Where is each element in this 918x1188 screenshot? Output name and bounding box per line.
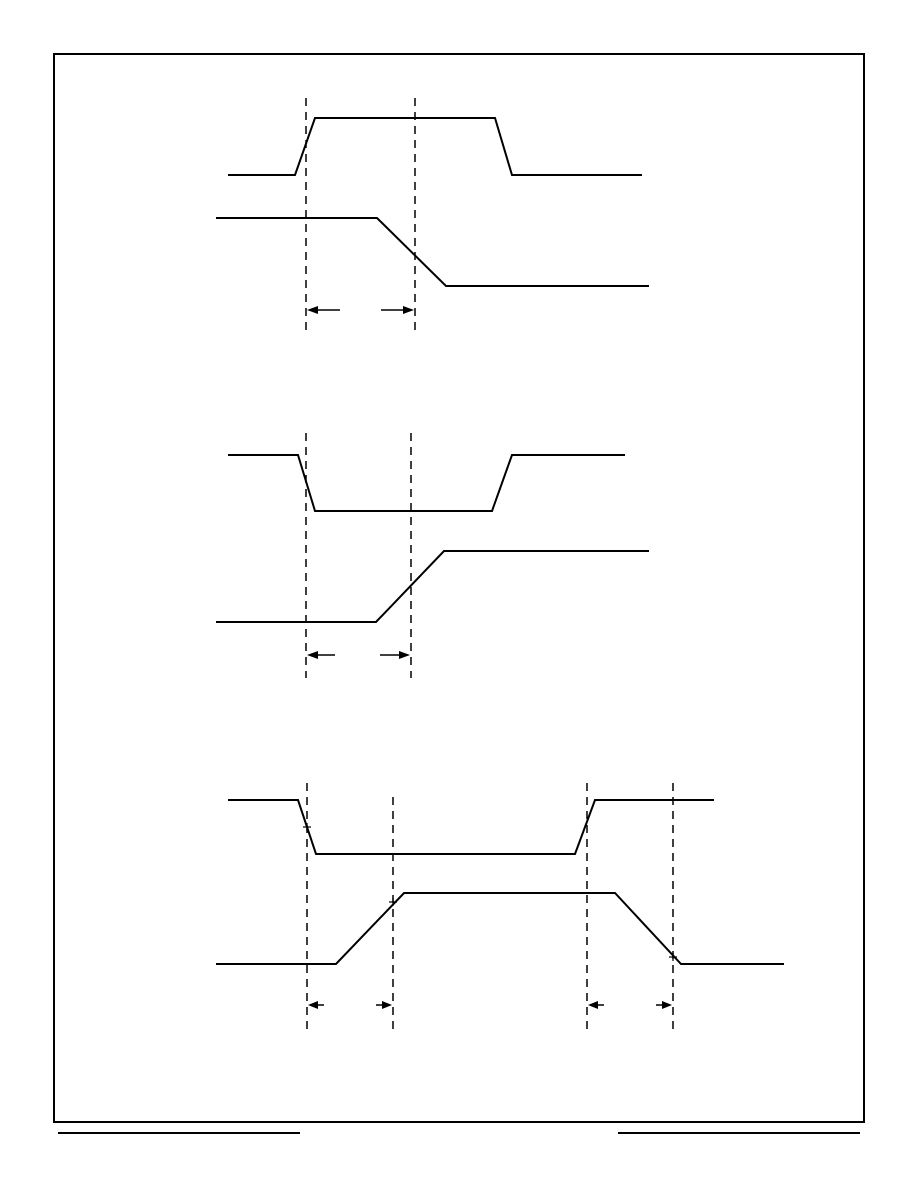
timing-interval-marker [307, 651, 410, 659]
arrow-left-icon [308, 1001, 318, 1009]
timing-diagram-1 [216, 98, 649, 332]
arrow-left-icon [307, 306, 318, 314]
waveform-lower-pulse-high [216, 892, 784, 965]
timing-interval-marker [307, 306, 414, 314]
crossing-marks [303, 823, 677, 961]
waveform-lower-rising [216, 550, 649, 623]
waveform-upper-pulse-low [228, 454, 625, 512]
arrow-right-icon [399, 651, 410, 659]
waveform-upper-pulse-low [228, 799, 714, 855]
arrow-right-icon [403, 306, 414, 314]
arrow-left-icon [588, 1001, 598, 1009]
arrow-left-icon [307, 651, 318, 659]
timing-diagram-3 [216, 783, 784, 1030]
page-border [53, 53, 865, 1123]
waveform-lower-falling [216, 217, 649, 287]
arrow-right-icon [382, 1001, 392, 1009]
timing-interval-marker-1 [308, 1001, 392, 1009]
timing-diagram-2 [216, 433, 649, 678]
arrow-right-icon [662, 1001, 672, 1009]
timing-interval-marker-2 [588, 1001, 672, 1009]
waveform-upper-pulse-high [228, 117, 642, 176]
